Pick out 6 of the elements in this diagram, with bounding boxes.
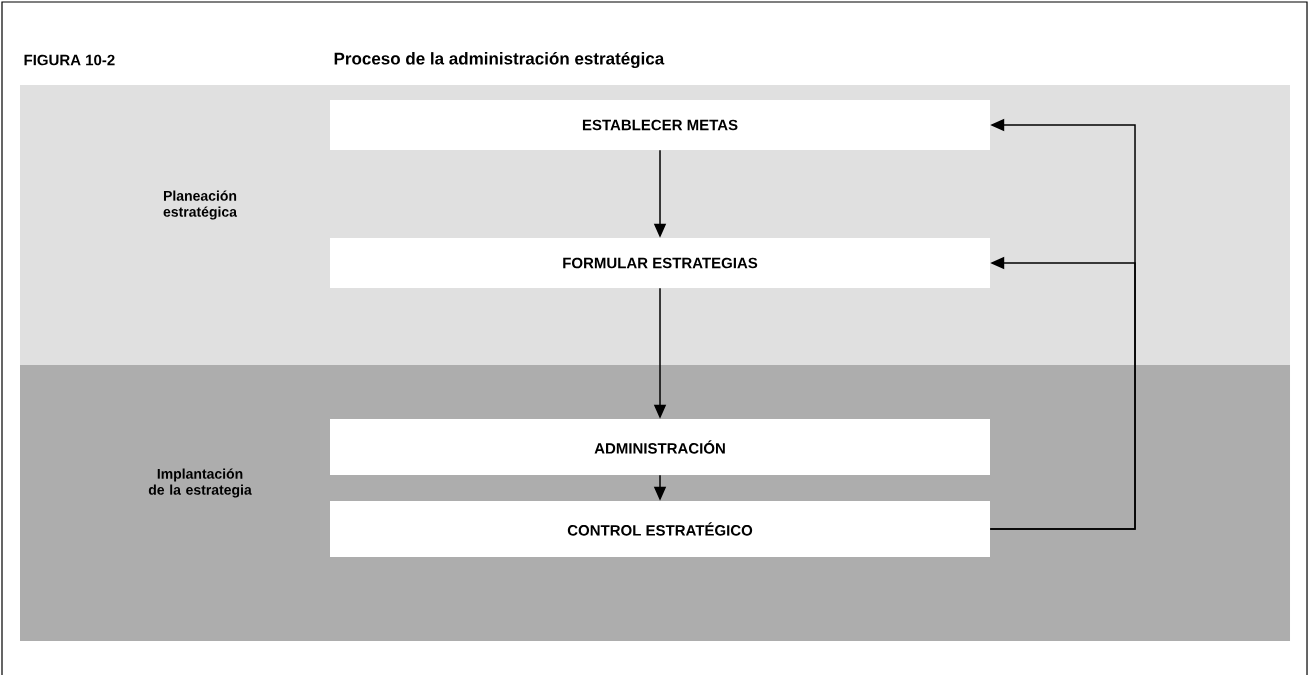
process-box: FORMULAR ESTRATEGIAS — [330, 238, 990, 288]
figure-title: Proceso de la administración estratégica — [334, 51, 665, 69]
process-box: ADMINISTRACIÓN — [330, 419, 990, 475]
process-box: ESTABLECER METAS — [330, 100, 990, 150]
process-box: CONTROL ESTRATÉGICO — [330, 501, 990, 557]
figure-number: FIGURA 10-2 — [24, 54, 115, 66]
